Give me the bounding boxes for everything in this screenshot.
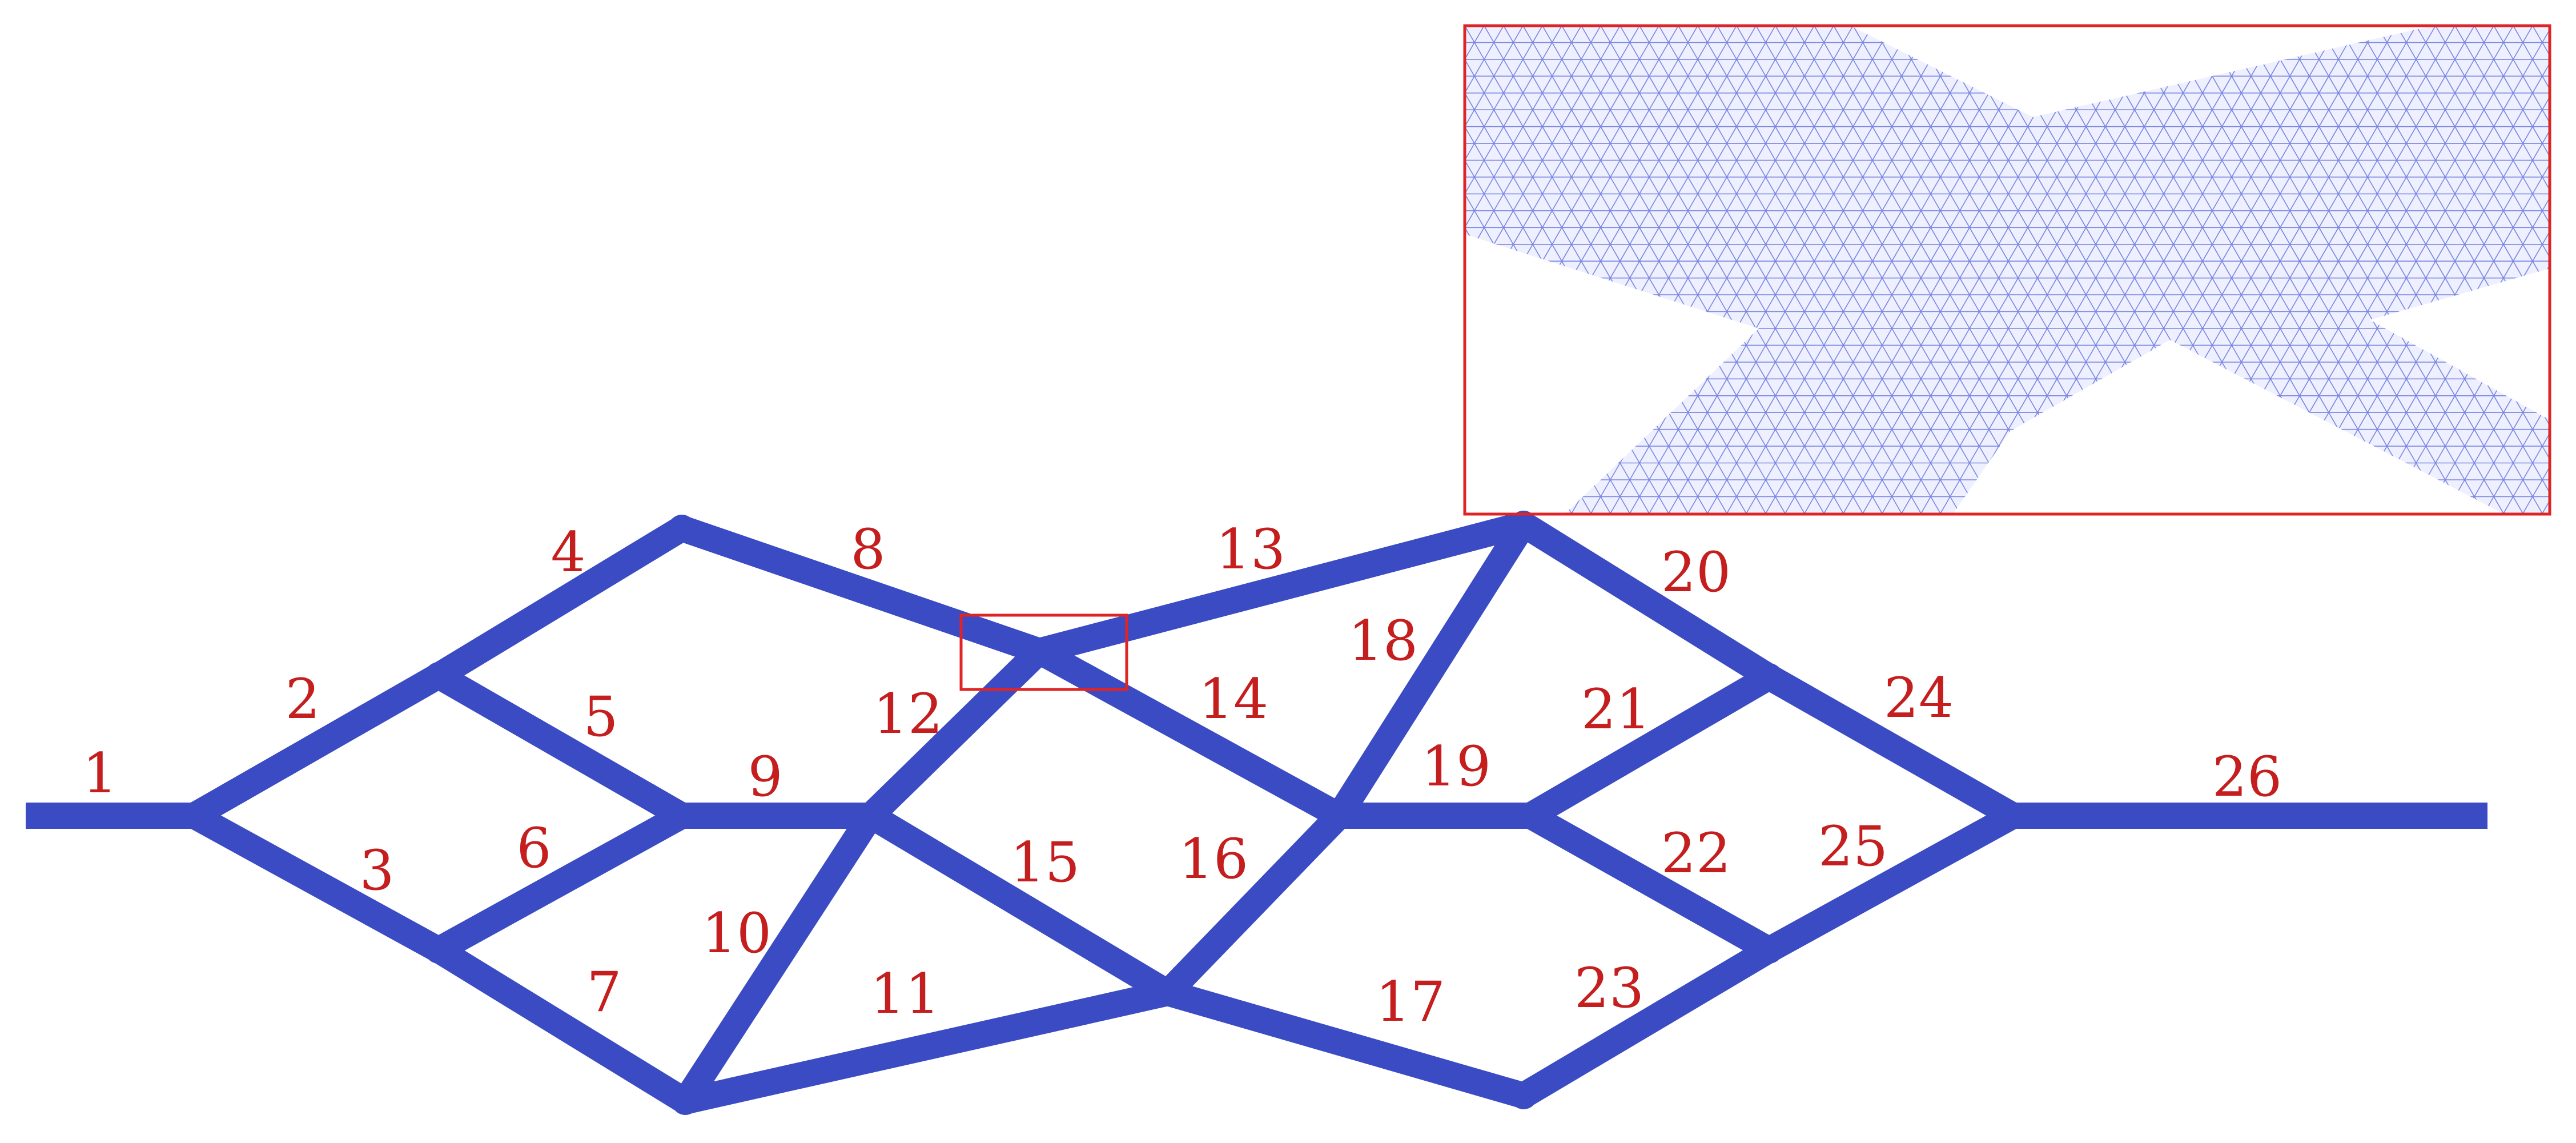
edge-label-1: 1: [82, 741, 117, 805]
edge-label-15: 15: [1010, 831, 1080, 895]
edge-16: [1158, 807, 1349, 1002]
junction-B: [425, 662, 452, 689]
edge-label-5: 5: [583, 685, 618, 749]
edge-25: [1762, 804, 2020, 962]
edge-12: [861, 641, 1049, 825]
edge-21: [1524, 665, 1776, 827]
junction-Lb: [1510, 1082, 1537, 1109]
mesh-detail: [1465, 26, 2550, 514]
junction-G: [1026, 637, 1053, 665]
edge-label-7: 7: [586, 960, 621, 1024]
edge-23: [1517, 939, 1776, 1107]
edge-label-16: 16: [1179, 827, 1248, 891]
edge-label-11: 11: [870, 962, 940, 1026]
edge-label-18: 18: [1348, 609, 1418, 673]
edge-label-10: 10: [702, 901, 771, 965]
edge-8: [677, 516, 1044, 664]
edge-label-25: 25: [1818, 815, 1888, 879]
edge-5: [432, 664, 689, 827]
junction-D: [668, 802, 696, 829]
junction-I: [1325, 802, 1353, 829]
edge-label-26: 26: [2212, 745, 2282, 809]
edge-3: [187, 804, 445, 962]
edge-15: [864, 804, 1175, 1004]
edge-label-8: 8: [850, 518, 885, 581]
junction-Bb: [425, 936, 452, 964]
junction-O: [1999, 802, 2027, 829]
network-edges: [26, 511, 2487, 1114]
edge-label-24: 24: [1884, 666, 1954, 730]
edge-label-22: 22: [1661, 821, 1731, 885]
edge-7: [431, 939, 693, 1113]
edge-11: [682, 980, 1171, 1114]
junction-M: [1755, 663, 1783, 691]
edge-label-3: 3: [359, 839, 394, 903]
mesh-inset: [1463, 24, 2551, 516]
junction-Nn: [1755, 936, 1783, 964]
network-junctions: [180, 511, 2027, 1115]
edge-label-17: 17: [1376, 970, 1445, 1034]
junction-C: [668, 515, 696, 542]
edge-label-14: 14: [1199, 667, 1268, 731]
junction-K: [1510, 511, 1537, 538]
junction-F: [672, 1088, 699, 1115]
edge-2: [187, 664, 445, 827]
edge-13: [1036, 511, 1527, 664]
zoom-region-marker: [959, 613, 1128, 691]
edge-label-9: 9: [748, 745, 782, 809]
edge-label-6: 6: [516, 816, 551, 880]
edge-18: [1328, 517, 1535, 823]
edge-17: [1164, 980, 1528, 1109]
edge-label-19: 19: [1421, 735, 1491, 799]
edge-label-23: 23: [1574, 956, 1644, 1020]
junction-E: [857, 802, 885, 829]
mesh-domain: [1465, 26, 2550, 514]
inset-frame: [1463, 24, 2551, 516]
edge-label-21: 21: [1581, 677, 1651, 741]
edge-22: [1524, 804, 1776, 962]
edge-4: [432, 517, 689, 687]
junction-J: [1517, 802, 1544, 829]
edge-14: [1032, 639, 1346, 828]
edge-label-12: 12: [873, 682, 943, 746]
edge-label-20: 20: [1661, 540, 1731, 604]
edge-label-4: 4: [550, 520, 585, 584]
edge-label-2: 2: [285, 667, 320, 731]
junction-A: [180, 802, 208, 829]
edge-20: [1516, 513, 1777, 688]
junction-H: [1154, 979, 1181, 1006]
edge-6: [432, 804, 689, 962]
edge-label-13: 13: [1216, 518, 1285, 581]
edge-10: [674, 808, 882, 1109]
edge-24: [1762, 665, 2020, 827]
